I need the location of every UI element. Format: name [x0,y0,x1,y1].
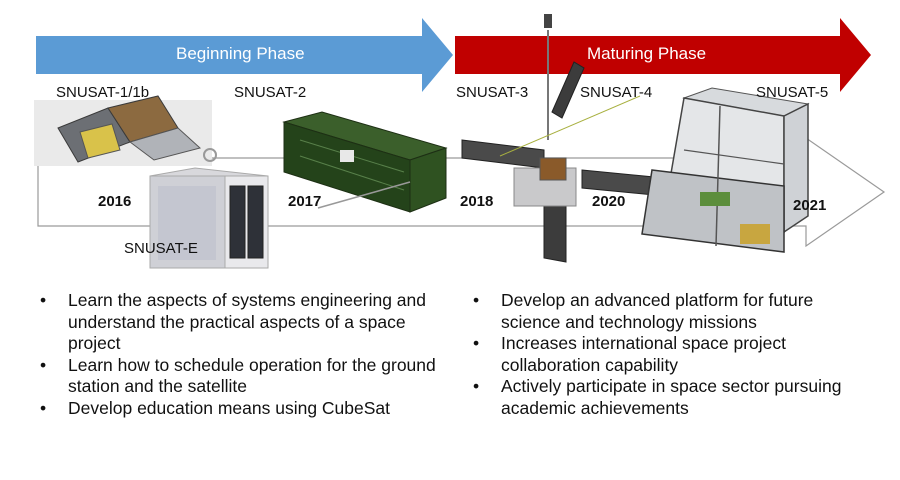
snusat-2-image [282,111,448,213]
snusat-5-image [641,87,810,253]
year-label: 2017 [288,193,322,210]
year-label: 2018 [460,193,494,210]
year-label: 2020 [592,193,626,210]
snusat-3-4-image [461,14,665,263]
snusat-5-label: SNUSAT-5 [756,84,829,101]
year-label: 2016 [98,193,132,210]
list-item: Learn the aspects of systems engineering… [34,290,444,355]
beginning-phase-label: Beginning Phase [176,44,305,63]
beginning-phase-arrow [36,18,453,92]
list-item: Develop education means using CubeSat [34,398,444,420]
snusat-4-label: SNUSAT-4 [580,84,653,101]
snusat-e-label: SNUSAT-E [124,240,198,257]
list-item: Learn how to schedule operation for the … [34,355,444,398]
list-item: Actively participate in space sector pur… [467,376,877,419]
snusat-2-label: SNUSAT-2 [234,84,307,101]
snusat-1-label: SNUSAT-1/1b [56,84,150,101]
year-label: 2021 [793,197,827,214]
maturing-phase-label: Maturing Phase [587,44,707,63]
beginning-phase-goals: Learn the aspects of systems engineering… [34,290,444,419]
snusat-1-image [34,95,212,166]
maturing-phase-goals: Develop an advanced platform for future … [467,290,877,419]
snusat-3-label: SNUSAT-3 [456,84,529,101]
list-item: Develop an advanced platform for future … [467,290,877,333]
maturing-phase-arrow [455,18,871,92]
list-item: Increases international space project co… [467,333,877,376]
snusat-e-image [149,148,269,269]
